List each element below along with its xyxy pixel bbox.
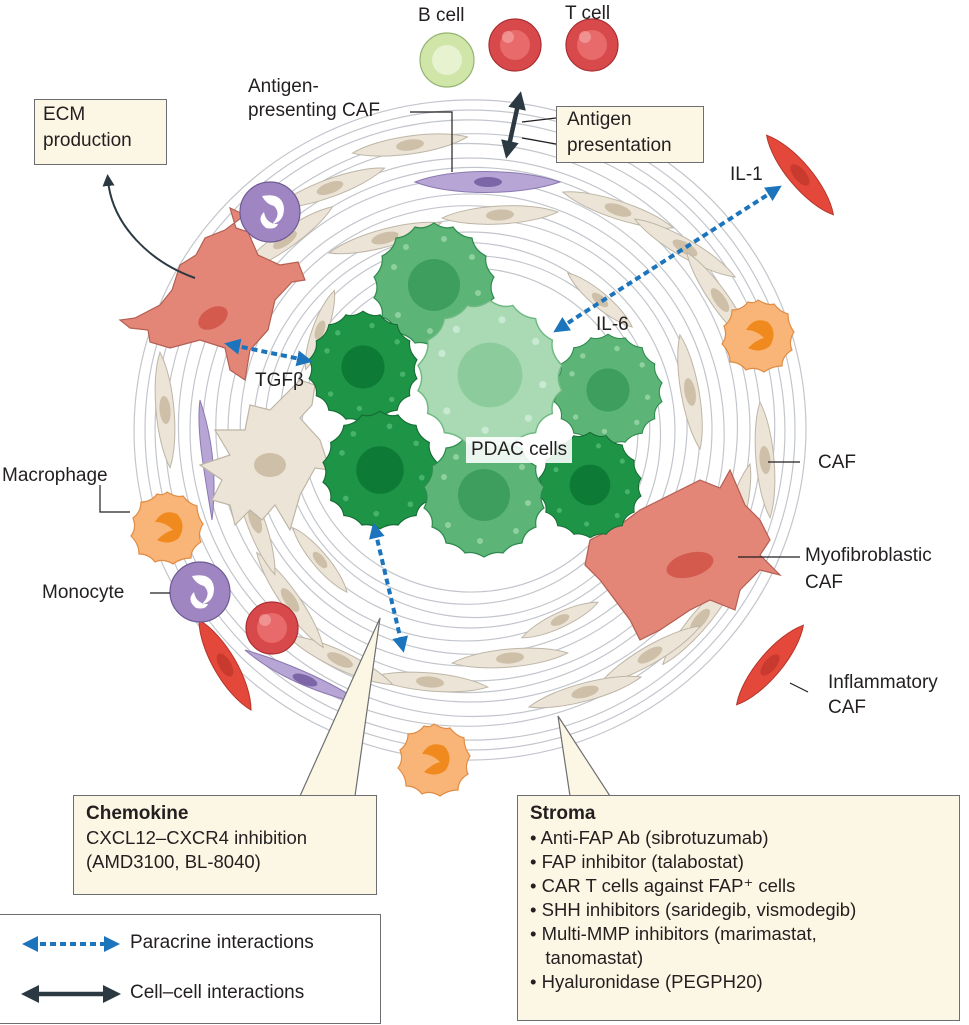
stroma-box-line: tanomastat) bbox=[530, 947, 644, 968]
macrophage-label: Macrophage bbox=[2, 465, 108, 486]
il1-label: IL-1 bbox=[730, 164, 763, 185]
chemokine-box-title: Chemokine bbox=[86, 803, 189, 824]
legend-paracrine-label: Paracrine interactions bbox=[130, 932, 314, 953]
stroma-box-line: • Anti-FAP Ab (sibrotuzumab) bbox=[530, 827, 769, 848]
stroma-box-line: • Multi-MMP inhibitors (marimastat, bbox=[530, 923, 817, 944]
antigen-presentation-label-line1: Antigen bbox=[567, 109, 632, 130]
stroma-therapy-box: Stroma • Anti-FAP Ab (sibrotuzumab) • FA… bbox=[517, 795, 960, 1021]
ecm-production-box: ECM production bbox=[34, 99, 167, 165]
il1-il6-paracrine-arrow bbox=[553, 185, 782, 333]
myofibroblastic-caf-label-line2: CAF bbox=[805, 572, 843, 593]
chemokine-box-line: CXCL12–CXCR4 inhibition bbox=[86, 827, 308, 848]
chemokine-therapy-box: Chemokine CXCL12–CXCR4 inhibition (AMD31… bbox=[73, 795, 377, 895]
t-cell-label: T cell bbox=[565, 3, 611, 24]
b-cell-label: B cell bbox=[418, 5, 465, 26]
paracrine-arrows bbox=[224, 185, 782, 653]
antigen-presentation-box: Antigen presentation bbox=[556, 106, 704, 163]
caf-label: CAF bbox=[818, 452, 856, 473]
tgfb-paracrine-arrow bbox=[224, 338, 313, 367]
antigen-presentation-label-line2: presentation bbox=[567, 135, 672, 156]
chemokine-box-line: (AMD3100, BL-8040) bbox=[86, 851, 261, 872]
ecm-production-label-line1: ECM bbox=[43, 104, 86, 125]
stroma-box-line: • CAR T cells against FAP⁺ cells bbox=[530, 875, 796, 896]
stroma-callout-wedge bbox=[557, 715, 612, 797]
stroma-box-title: Stroma bbox=[530, 803, 596, 824]
il6-label: IL-6 bbox=[596, 314, 629, 335]
legend-cell-cell-label: Cell–cell interactions bbox=[130, 982, 305, 1003]
stroma-box-line: • Hyaluronidase (PEGPH20) bbox=[530, 971, 763, 992]
inflammatory-caf-label-line2: CAF bbox=[828, 697, 866, 718]
monocyte-label: Monocyte bbox=[42, 582, 125, 603]
tgfb-label: TGFβ bbox=[255, 370, 304, 391]
pdac-tumor-cells bbox=[308, 222, 663, 558]
ecm-production-arrow bbox=[102, 174, 196, 279]
stroma-box-line: • SHH inhibitors (saridegib, vismodegib) bbox=[530, 899, 857, 920]
stellate-caf-nucleus bbox=[254, 453, 286, 477]
antigen-presenting-caf-label-line2: presenting CAF bbox=[248, 100, 381, 121]
antigen-presenting-caf-cells bbox=[198, 171, 562, 706]
ecm-production-label-line2: production bbox=[43, 130, 132, 151]
inflammatory-caf-label-line1: Inflammatory bbox=[828, 672, 938, 693]
legend-swatches bbox=[21, 936, 121, 1003]
lymphocyte-cells bbox=[245, 18, 619, 655]
pdac-cells-label: PDAC cells bbox=[466, 437, 573, 463]
myofibroblastic-caf-cells bbox=[118, 206, 782, 641]
myofibroblastic-caf-label-line1: Myofibroblastic bbox=[805, 545, 932, 566]
antigen-presentation-arrow bbox=[501, 91, 526, 159]
legend: Paracrine interactions Cell–cell interac… bbox=[0, 914, 381, 1024]
antigen-presenting-caf-label-line1: Antigen- bbox=[248, 76, 319, 97]
stroma-box-line: • FAP inhibitor (talabostat) bbox=[530, 851, 744, 872]
callout-leader-lines bbox=[99, 111, 809, 693]
